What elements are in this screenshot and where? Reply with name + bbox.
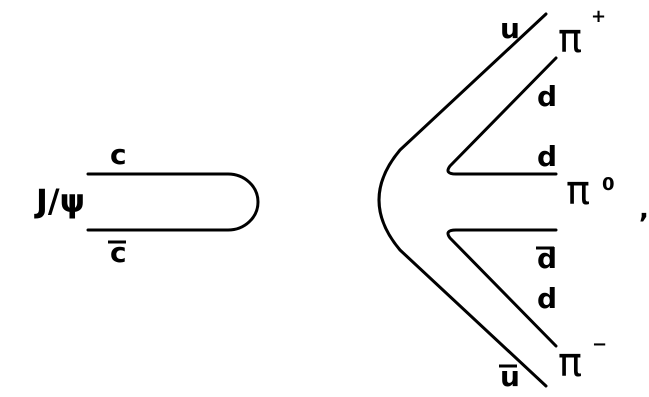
lower-d-quark-line [446, 228, 558, 348]
d-quark-label-upper-2: d [537, 140, 557, 173]
pi-plus-charge: + [591, 6, 606, 27]
anti-d-quark-label-lower: d [537, 282, 557, 315]
three-pion-diagram: u d d d d u π + π 0 , π − [377, 6, 649, 393]
u-quark-label: u [500, 12, 520, 45]
charm-quark-loop [86, 172, 260, 232]
pi-zero-charge: 0 [602, 174, 615, 195]
trailing-comma: , [639, 195, 649, 225]
pi-plus-label: π [558, 16, 582, 62]
anti-u-quark-label: u [500, 360, 520, 393]
jpsi-label: J/ψ [34, 182, 85, 220]
d-quark-label-upper-1: d [537, 80, 557, 113]
pi-zero-label: π [566, 168, 590, 214]
outer-u-quark-line [377, 12, 548, 388]
charm-quark-label: c [110, 138, 127, 171]
jpsi-diagram: J/ψ c c [34, 138, 260, 269]
upper-d-quark-line [446, 56, 558, 176]
anti-d-quark-label: d [537, 242, 557, 275]
anticharm-quark-label: c [110, 236, 127, 269]
pi-minus-charge: − [592, 334, 607, 355]
pi-minus-label: π [558, 340, 582, 386]
